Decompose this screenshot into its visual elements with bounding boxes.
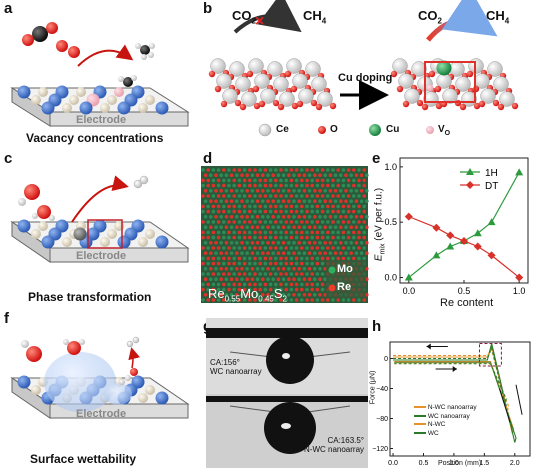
force-curve-2 <box>393 348 510 414</box>
legend-n-wc-nanoarray: N-WC nanoarray <box>414 404 477 413</box>
caption-vacancy-concentrations: Vacancy concentrations <box>26 131 164 145</box>
panel-e-line-chart: 0.0 0.0 0.5 0.5 1.0 1.0 1H DT <box>384 157 529 296</box>
chart-h-legend: N-WC nanoarray WC nanoarray N-WC WC <box>414 404 477 438</box>
panel-c-illustration <box>10 175 190 263</box>
highlight-box <box>478 343 502 367</box>
electrode-label-a: Electrode <box>76 114 127 126</box>
bottom-contact-angle-label: CA:163.5°N-WC nanoarray <box>304 436 365 454</box>
legend-label-1H: 1H <box>485 168 498 179</box>
ch4-label-left: CH4 <box>303 8 327 26</box>
chart-h-ytick-label: −120 <box>372 446 388 453</box>
chart-e-plot-frame <box>399 157 529 284</box>
data-point-DT <box>432 223 441 232</box>
panel-label-a: a <box>4 0 13 17</box>
electrode-label-f: Electrode <box>76 408 127 420</box>
caption-phase-transformation: Phase transformation <box>28 290 152 304</box>
panel-g-droplet-photos <box>206 318 368 468</box>
chart-h-xtick-label: 0.0 <box>388 460 398 467</box>
legend-re-label: Re <box>337 281 352 293</box>
legend-o-label: O <box>330 124 338 135</box>
panel-label-f: f <box>4 310 9 327</box>
chart-h-ytick-label: −80 <box>376 416 388 423</box>
force-curve-1 <box>393 343 517 443</box>
chart-e-ytick-label: 0.0 <box>384 272 397 282</box>
data-point-DT <box>404 212 413 221</box>
panel-label-d: d <box>203 150 213 167</box>
chart-h-xtick-label: 1.5 <box>479 460 489 467</box>
chart-e-ylabel: Emix (eV per f.u.) <box>373 187 387 262</box>
panel-f-illustration <box>10 336 190 419</box>
legend-o-swatch <box>318 126 326 134</box>
data-point-1H <box>432 251 441 259</box>
panel-label-c: c <box>4 150 13 167</box>
force-curve-3 <box>393 346 507 404</box>
arrow-up <box>515 384 523 415</box>
droplet-bottom <box>264 402 316 454</box>
chart-h-ytick-label: −40 <box>376 386 388 393</box>
panel-label-e: e <box>372 150 381 167</box>
chart-h-xtick-label: 2.0 <box>510 460 520 467</box>
chart-h-ylabel: Force (μN) <box>369 370 377 405</box>
top-contact-angle-label: CA:156°WC nanoarray <box>210 358 262 376</box>
formula-label: Re0.55Mo0.45S2 <box>208 286 287 304</box>
caption-surface-wettability: Surface wettability <box>30 452 137 466</box>
legend-wc: WC <box>414 430 477 439</box>
chart-h-xtick-label: 0.5 <box>419 460 429 467</box>
electrode-label-c: Electrode <box>76 250 127 262</box>
co2-label-left: CO2 <box>232 8 256 26</box>
data-point-DT <box>446 231 455 240</box>
chart-e-xtick-label: 0.0 <box>403 286 416 296</box>
legend-vo-swatch <box>426 126 434 134</box>
legend-vo-label: VO <box>438 124 451 137</box>
chart-h-ytick-label: 0 <box>384 356 388 363</box>
legend-n-wc: N-WC <box>414 421 477 430</box>
chart-e-ytick-label: 0.5 <box>384 217 397 227</box>
chart-e-xtick-label: 1.0 <box>513 286 526 296</box>
legend-wc-nanoarray: WC nanoarray <box>414 413 477 422</box>
data-point-1H <box>404 273 413 281</box>
cu-doping-label: Cu doping <box>338 72 393 84</box>
chart-e-ytick-label: 1.0 <box>384 162 397 172</box>
droplet-top <box>266 336 314 384</box>
legend-cu-swatch <box>369 124 381 136</box>
chart-h-plot-frame <box>389 341 531 457</box>
panel-d-lattice-image <box>201 166 369 303</box>
data-point-DT <box>515 273 524 282</box>
panel-a-illustration <box>10 22 190 127</box>
chart-h-xlabel: Position (mm) <box>438 460 482 467</box>
data-point-1H <box>473 229 482 237</box>
legend-ce-swatch <box>258 123 272 137</box>
arrow-down <box>499 388 511 423</box>
data-point-1H <box>515 168 524 176</box>
data-point-1H <box>487 218 496 226</box>
panel-b-illustration: × <box>208 0 519 137</box>
panel-h-force-chart: 0.0 0.5 1.0 1.5 2.0 0 −40 −80 −120 <box>372 341 531 467</box>
legend-mo-label: Mo <box>337 263 353 275</box>
ch4-label-right: CH4 <box>486 8 510 26</box>
co2-label-right: CO2 <box>418 8 442 26</box>
legend-ce-label: Ce <box>276 124 289 135</box>
chart-h-xtick-label: 1.0 <box>449 460 459 467</box>
panel-label-h: h <box>372 318 382 335</box>
chart-e-xtick-label: 0.5 <box>458 286 471 296</box>
svg-text:×: × <box>255 13 264 30</box>
panel-label-b: b <box>203 0 213 17</box>
chart-e-xlabel: Re content <box>440 297 494 309</box>
data-point-DT <box>460 236 468 245</box>
legend-label-DT: DT <box>485 181 498 192</box>
data-point-DT <box>487 251 496 260</box>
legend-cu-label: Cu <box>386 124 400 135</box>
data-point-DT <box>473 242 482 251</box>
data-point-1H <box>446 242 455 250</box>
